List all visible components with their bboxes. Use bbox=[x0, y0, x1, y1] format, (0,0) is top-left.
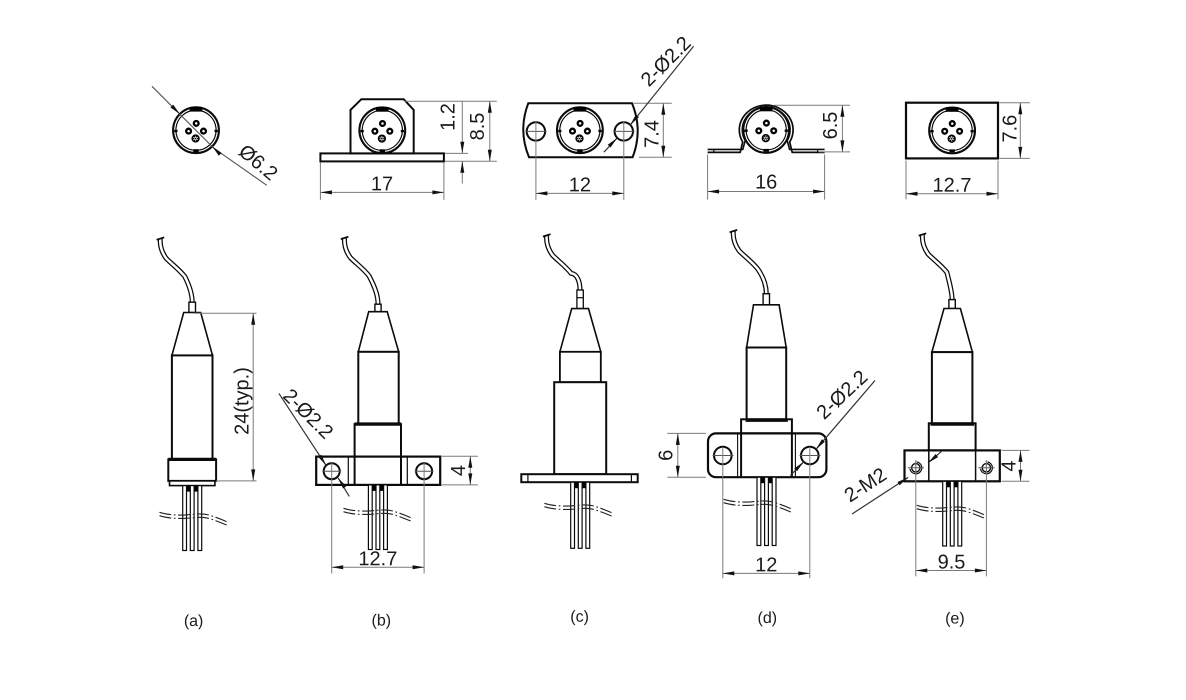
svg-text:(b): (b) bbox=[372, 612, 392, 629]
svg-text:9.5: 9.5 bbox=[938, 551, 966, 573]
svg-text:(d): (d) bbox=[758, 610, 778, 627]
svg-text:12: 12 bbox=[569, 174, 591, 196]
svg-text:(e): (e) bbox=[945, 610, 965, 627]
svg-text:4: 4 bbox=[448, 465, 470, 476]
svg-text:12: 12 bbox=[755, 554, 777, 576]
svg-text:7.4: 7.4 bbox=[641, 120, 663, 148]
svg-text:7.6: 7.6 bbox=[1000, 115, 1022, 143]
svg-text:6.5: 6.5 bbox=[820, 112, 842, 140]
svg-text:24(typ.): 24(typ.) bbox=[232, 367, 254, 435]
svg-text:6: 6 bbox=[655, 450, 677, 461]
svg-text:12.7: 12.7 bbox=[933, 175, 972, 197]
svg-text:17: 17 bbox=[371, 173, 393, 195]
svg-text:16: 16 bbox=[755, 171, 777, 193]
svg-text:4: 4 bbox=[998, 460, 1020, 471]
svg-text:(a): (a) bbox=[184, 613, 204, 630]
svg-text:12.7: 12.7 bbox=[358, 548, 397, 570]
svg-text:8.5: 8.5 bbox=[467, 113, 489, 141]
svg-text:1.2: 1.2 bbox=[438, 103, 460, 131]
svg-text:(c): (c) bbox=[570, 609, 589, 626]
